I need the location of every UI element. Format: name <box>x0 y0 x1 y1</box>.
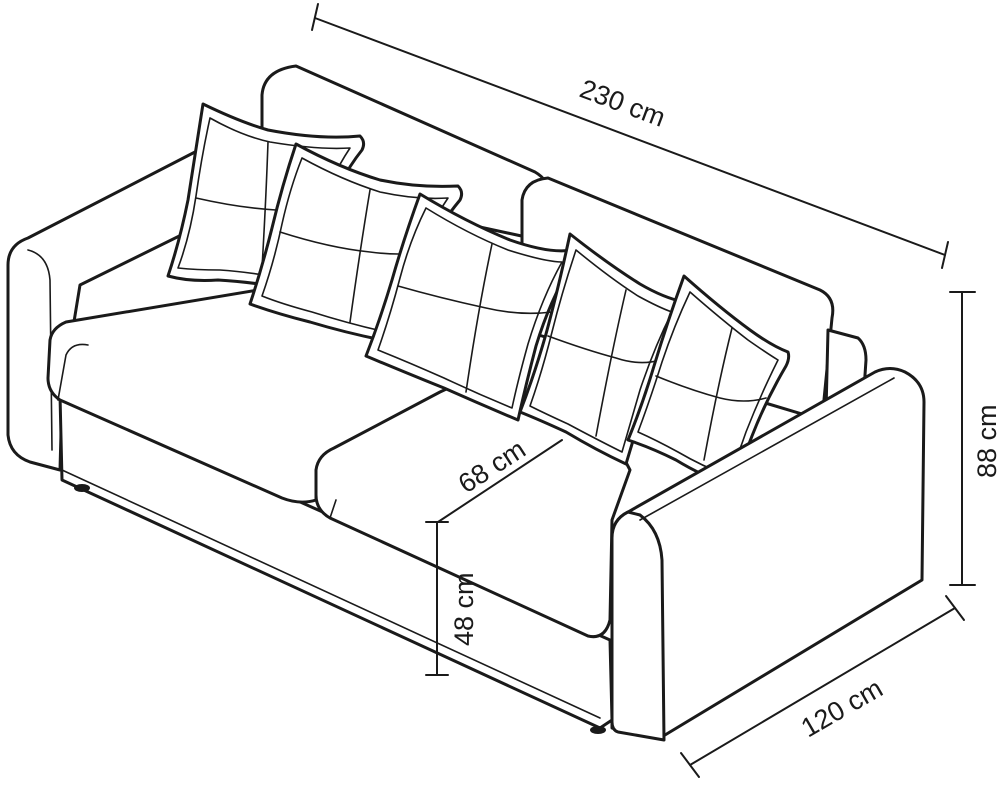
dimension-seat-depth <box>437 439 563 523</box>
dimension-width <box>311 3 949 269</box>
right-arm <box>610 367 926 742</box>
dimension-width-label: 230 cm <box>576 74 669 133</box>
dimension-seat-height <box>425 521 449 676</box>
foot-left <box>74 484 90 492</box>
dimension-depth-label: 120 cm <box>796 673 888 743</box>
dimension-height-label: 88 cm <box>972 404 1000 478</box>
seat-cushion-right <box>314 376 632 639</box>
pillow-3 <box>364 192 576 422</box>
dimension-seat-height-label: 48 cm <box>449 572 479 646</box>
dimension-depth <box>680 595 965 778</box>
foot-right <box>590 726 606 734</box>
dimension-height <box>949 291 976 586</box>
